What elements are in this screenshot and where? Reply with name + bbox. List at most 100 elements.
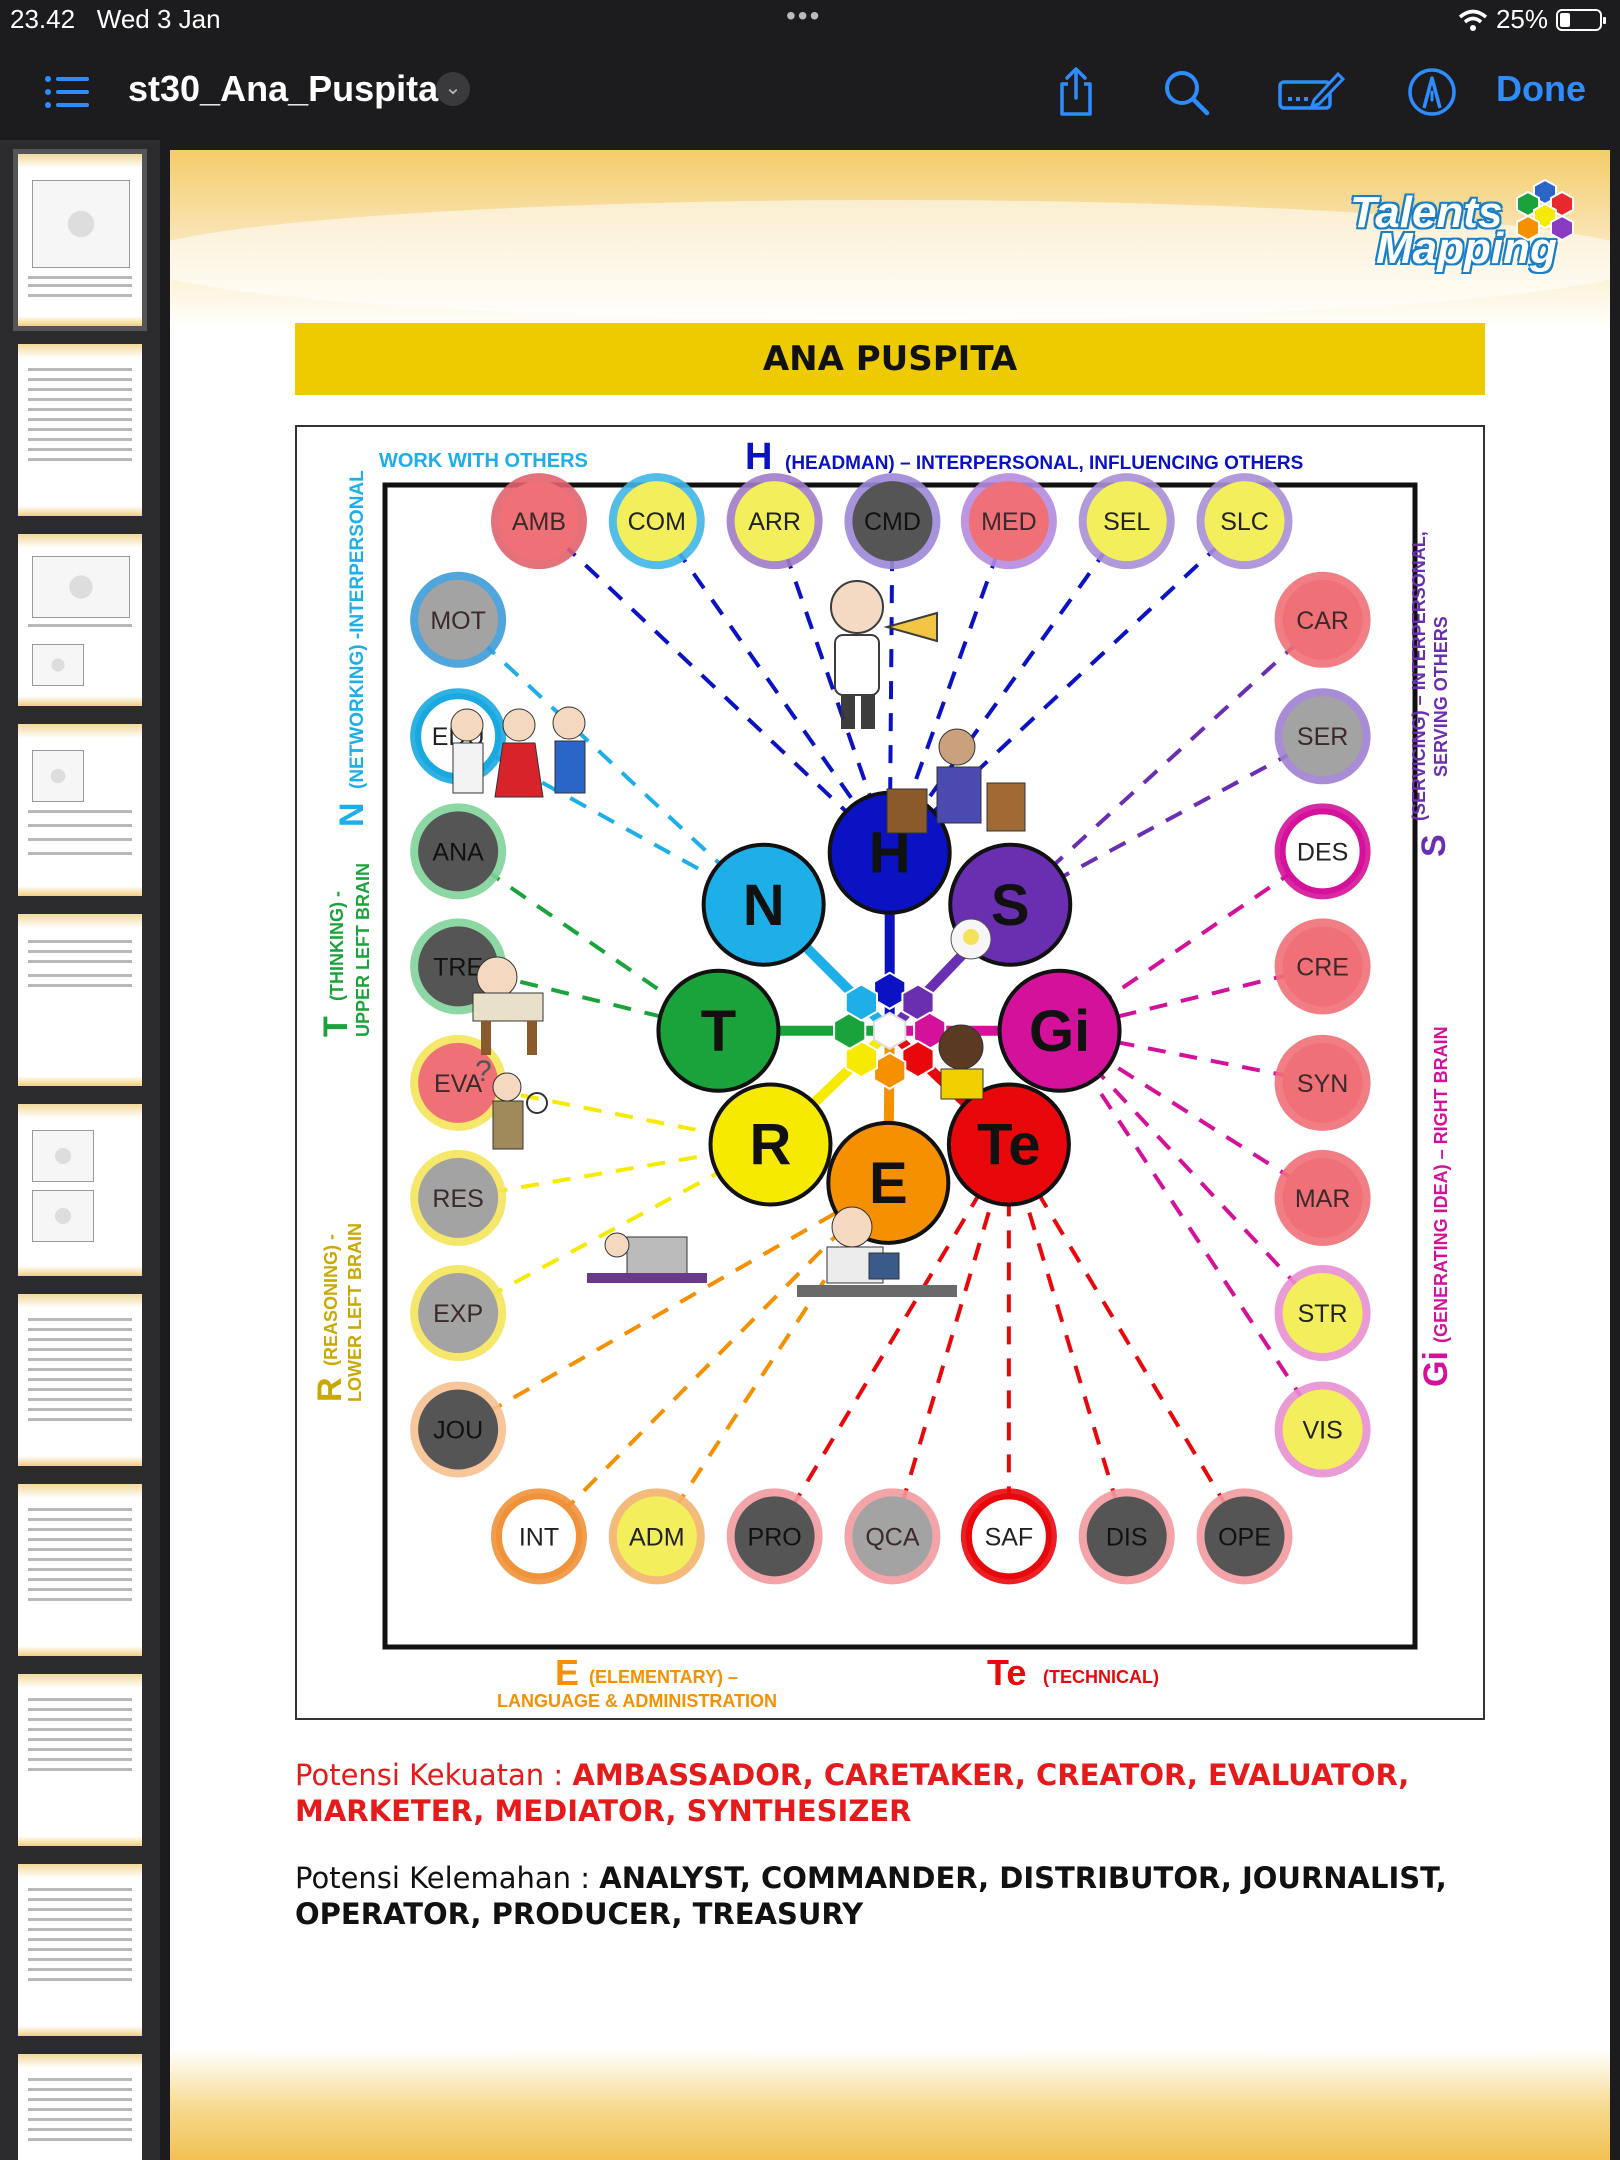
talent-circle-mar: MAR xyxy=(1274,1149,1371,1246)
talent-circle-exp: EXP xyxy=(410,1265,507,1362)
connector-line-dis xyxy=(1006,1143,1129,1537)
r-heading-letter: R xyxy=(311,1377,349,1402)
talent-circle-res: RES xyxy=(410,1149,507,1246)
center-circle-t: T xyxy=(656,968,781,1093)
networking-people-figure xyxy=(450,706,586,798)
page-thumbnail[interactable] xyxy=(18,2054,142,2160)
s-heading-text-2: SERVING OTHERS xyxy=(1431,616,1451,777)
center-label-r: R xyxy=(750,1113,792,1178)
page-thumbnail[interactable] xyxy=(18,914,142,1086)
talent-code-slc: SLC xyxy=(1220,508,1269,536)
technician-figure xyxy=(797,1206,957,1297)
connector-line-pro xyxy=(772,1143,1011,1538)
center-circle-r: R xyxy=(708,1082,833,1207)
page-thumbnail[interactable] xyxy=(13,149,147,331)
talent-circle-ser: SER xyxy=(1274,688,1371,785)
multitasking-dots-icon[interactable]: ••• xyxy=(786,0,822,31)
connector-line-qca xyxy=(890,1143,1011,1537)
center-label-gi: Gi xyxy=(1029,999,1090,1064)
pen-circle-icon[interactable] xyxy=(1404,64,1460,120)
gi-heading-text: (GENERATING IDEA) – RIGHT BRAIN xyxy=(1431,1026,1451,1343)
talent-code-res: RES xyxy=(432,1185,483,1213)
hexagon-e xyxy=(873,1051,907,1090)
connector-line-mot xyxy=(456,618,766,907)
talent-code-mot: MOT xyxy=(430,607,486,635)
talent-code-dis: DIS xyxy=(1106,1523,1148,1551)
status-time: 23.42 Wed 3 Jan xyxy=(10,4,221,34)
e-heading-letter: E xyxy=(555,1652,579,1693)
talent-code-mar: MAR xyxy=(1295,1185,1351,1213)
talent-code-car: CAR xyxy=(1296,607,1349,635)
hexagon-te xyxy=(901,1039,935,1079)
talent-circle-cmd: CMD xyxy=(844,473,941,570)
talent-circle-vis: VIS xyxy=(1274,1381,1371,1478)
talent-circle-str: STR xyxy=(1274,1265,1371,1362)
talent-circle-syn: SYN xyxy=(1274,1034,1371,1131)
talent-code-saf: SAF xyxy=(985,1523,1034,1551)
connector-line-amb xyxy=(537,519,892,855)
talent-circle-cre: CRE xyxy=(1274,918,1371,1015)
chevron-down-icon[interactable]: ⌄ xyxy=(436,72,470,106)
talent-circle-int: INT xyxy=(490,1488,587,1585)
talent-circle-jou: JOU xyxy=(410,1381,507,1478)
hexagon-h xyxy=(873,971,907,1010)
page-thumbnails-sidebar[interactable] xyxy=(0,140,160,2160)
svg-text:?: ? xyxy=(475,1055,492,1088)
document-title[interactable]: st30_Ana_Puspita xyxy=(128,68,439,109)
h-heading-letter: H xyxy=(745,436,772,478)
headman-figure xyxy=(830,580,938,729)
e-heading-text-1: (ELEMENTARY) – xyxy=(589,1667,738,1687)
center-circle-te: Te xyxy=(946,1082,1071,1207)
talent-code-med: MED xyxy=(981,508,1037,536)
center-circle-n: N xyxy=(701,842,826,967)
strength-text: Potensi Kekuatan : AMBASSADOR, CARETAKER… xyxy=(295,1758,1410,1828)
talent-code-str: STR xyxy=(1298,1300,1348,1328)
done-button[interactable]: Done xyxy=(1496,68,1586,109)
share-icon[interactable] xyxy=(1048,64,1104,120)
te-heading-letter: Te xyxy=(987,1652,1026,1693)
page-thumbnail[interactable] xyxy=(18,724,142,896)
page-thumbnail[interactable] xyxy=(18,1674,142,1846)
talent-code-exp: EXP xyxy=(433,1300,483,1328)
talent-circle-adm: ADM xyxy=(608,1488,705,1585)
hexagon-r xyxy=(844,1039,878,1079)
page-thumbnail[interactable] xyxy=(18,1864,142,2036)
connector-line-str xyxy=(1058,1029,1325,1315)
page-thumbnail[interactable] xyxy=(18,1294,142,1466)
page-thumbnail[interactable] xyxy=(18,534,142,706)
battery-icon xyxy=(1556,8,1606,31)
hexagon-t xyxy=(833,1011,867,1050)
work-with-others-label: WORK WITH OTHERS xyxy=(379,450,588,472)
page-thumbnail[interactable] xyxy=(18,1104,142,1276)
search-icon[interactable] xyxy=(1158,64,1214,120)
talents-mapping-logo: Talents Mapping xyxy=(1350,176,1580,286)
idea-person-figure xyxy=(938,918,992,1100)
t-heading-text-2: UPPER LEFT BRAIN xyxy=(353,863,373,1037)
center-label-te: Te xyxy=(977,1113,1040,1178)
detective-figure: ? xyxy=(475,1055,548,1150)
battery-percent: 25% xyxy=(1495,4,1548,34)
talent-code-tre: TRE xyxy=(433,953,483,981)
n-heading-letter: N xyxy=(333,802,371,827)
e-heading-text-2: LANGUAGE & ADMINISTRATION xyxy=(497,1691,777,1711)
talent-code-des: DES xyxy=(1297,838,1348,866)
page-thumbnail[interactable] xyxy=(18,1484,142,1656)
talent-circle-med: MED xyxy=(960,473,1057,570)
markup-icon[interactable] xyxy=(1276,64,1346,120)
talent-circle-des: DES xyxy=(1274,803,1371,900)
document-toolbar: st30_Ana_Puspita ⌄ Done xyxy=(0,40,1620,140)
hexagon-n xyxy=(844,983,878,1022)
talent-code-arr: ARR xyxy=(748,508,801,536)
t-heading-text-1: (THINKING) - xyxy=(327,891,347,1001)
talent-code-ana: ANA xyxy=(432,838,484,866)
status-right: 25% xyxy=(1458,4,1606,35)
page-thumbnail[interactable] xyxy=(18,344,142,516)
list-icon[interactable] xyxy=(40,64,96,120)
talent-circle-eva: EVA xyxy=(410,1034,507,1131)
talent-circle-sel: SEL xyxy=(1078,473,1175,570)
talent-code-cre: CRE xyxy=(1296,953,1349,981)
center-label-e: E xyxy=(869,1151,908,1216)
computer-worker-figure xyxy=(587,1232,707,1283)
